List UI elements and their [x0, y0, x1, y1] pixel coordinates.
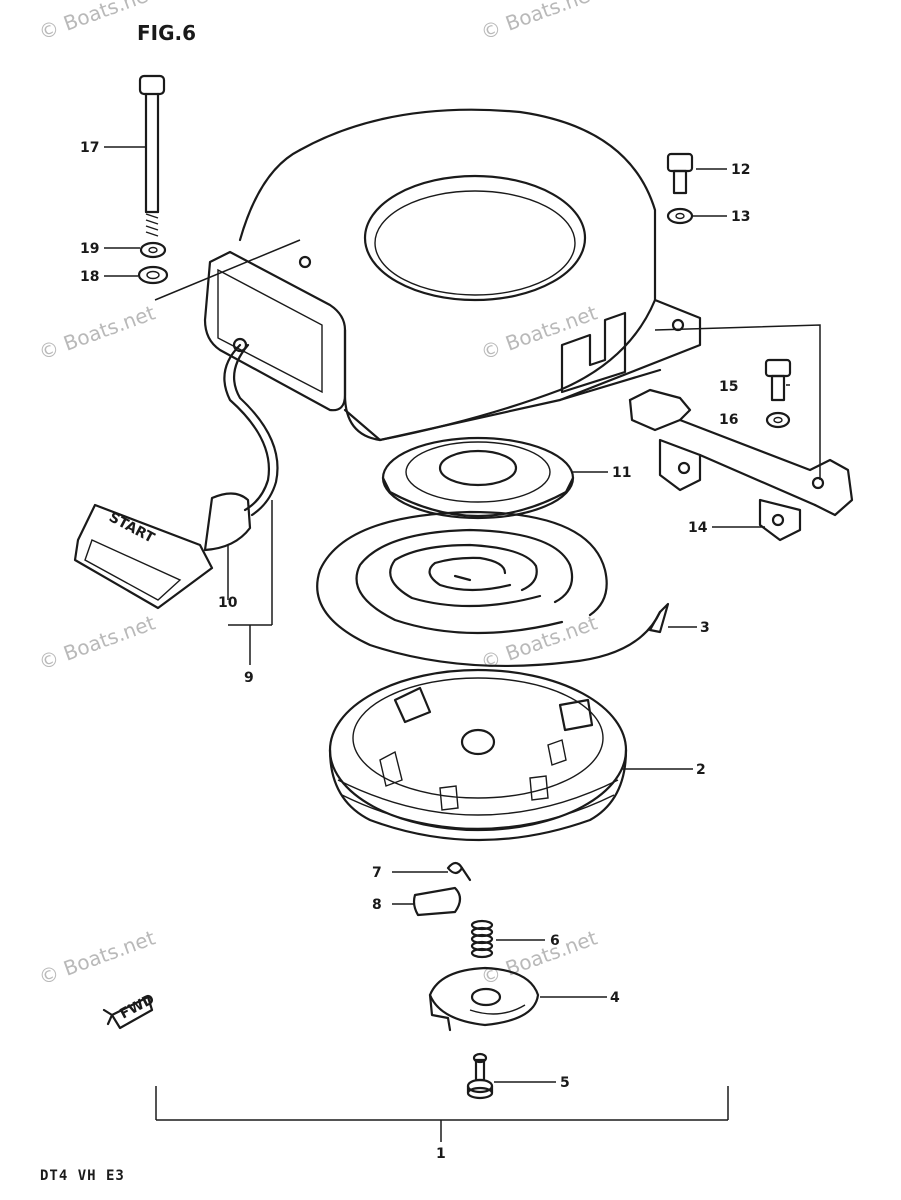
- watermark: © Boats.net: [478, 300, 601, 364]
- starter-handle-9: START: [73, 492, 252, 610]
- fwd-arrow-icon: FWD: [102, 991, 157, 1030]
- bolt-17: [138, 74, 166, 237]
- pawl-spring-7: [446, 861, 472, 882]
- watermark: © Boats.net: [36, 610, 159, 674]
- starter-case: [238, 108, 702, 442]
- model-code: DT4 VH E3: [40, 1168, 125, 1184]
- watermark: © Boats.net: [36, 925, 159, 989]
- washer-13: [666, 207, 694, 225]
- callout-7: 7: [372, 865, 382, 881]
- callout-15: 15: [719, 379, 738, 395]
- callout-5: 5: [560, 1075, 570, 1091]
- bracket-14: [628, 388, 854, 542]
- spring-6: [470, 919, 494, 959]
- bolt-15: [764, 358, 792, 402]
- bolt-12: [666, 152, 694, 195]
- watermarks: © Boats.net © Boats.net © Boats.net © Bo…: [36, 0, 601, 990]
- callout-13: 13: [731, 209, 750, 225]
- callout-19: 19: [80, 241, 99, 257]
- callout-2: 2: [696, 762, 706, 778]
- callout-9: 9: [244, 670, 254, 686]
- watermark: © Boats.net: [478, 0, 601, 45]
- callout-labels: 17 19 18 12 13 15 16 11 14 3 2 10 9 7 8 …: [80, 140, 750, 1162]
- callout-10: 10: [218, 595, 238, 611]
- callout-17: 17: [80, 140, 99, 156]
- pawl-8: [412, 886, 462, 917]
- callout-12: 12: [731, 162, 750, 178]
- callout-3: 3: [700, 620, 710, 636]
- starter-rope-10: [223, 337, 279, 517]
- reel-2: [328, 668, 628, 842]
- callout-1: 1: [436, 1146, 446, 1162]
- rope-guide: [203, 250, 347, 412]
- callout-11: 11: [612, 465, 631, 481]
- callout-16: 16: [719, 412, 738, 428]
- washer-16: [765, 411, 791, 429]
- handle-text: START: [106, 509, 157, 546]
- washer-18: [137, 265, 169, 285]
- leader-lines: [104, 146, 821, 1142]
- callout-18: 18: [80, 269, 99, 285]
- screw-5: [466, 1052, 494, 1100]
- washer-19: [139, 241, 167, 259]
- callout-6: 6: [550, 933, 560, 949]
- spring-case-11: [381, 436, 575, 520]
- drive-plate-4: [428, 966, 540, 1032]
- callout-8: 8: [372, 897, 382, 913]
- figure-title: FIG.6: [137, 21, 196, 45]
- watermark: © Boats.net: [478, 925, 601, 989]
- recoil-spring-3: [316, 510, 670, 667]
- watermark: © Boats.net: [36, 300, 159, 364]
- callout-14: 14: [688, 520, 708, 536]
- callout-4: 4: [610, 990, 620, 1006]
